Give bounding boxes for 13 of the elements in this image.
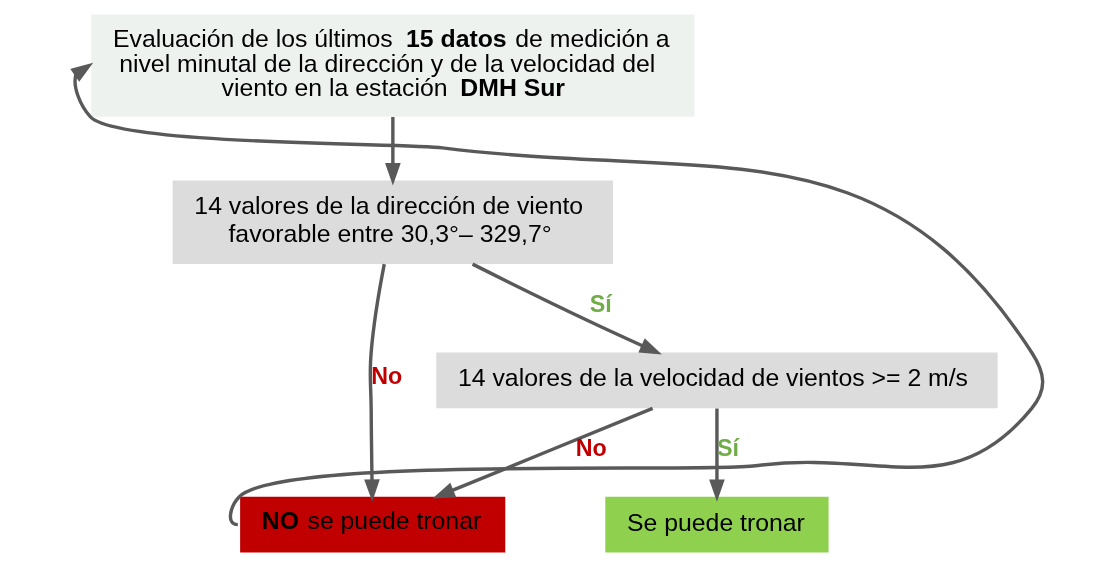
edge-label: Sí xyxy=(589,291,612,318)
arrow xyxy=(364,263,386,502)
node-box: Evaluación de los últimos 15 datos de medición a nivel minutal de la dirección y de la velocidad del viento en la estación DMH Sur xyxy=(91,14,695,117)
node-box: 14 valores de la dirección de viento favorable entre 30,3°– 329,7° xyxy=(172,180,614,265)
arrow xyxy=(471,262,662,355)
arrow xyxy=(709,408,725,502)
node-box: 14 valores de la velocidad de vientos >= 2 m/s xyxy=(436,352,998,409)
arrow xyxy=(432,406,654,499)
node-box: NO se puede tronar xyxy=(240,496,506,553)
edge-label: No xyxy=(371,363,403,390)
node-box: Se puede tronar xyxy=(605,496,829,553)
edge-label: No xyxy=(575,435,607,462)
arrow xyxy=(385,117,401,186)
